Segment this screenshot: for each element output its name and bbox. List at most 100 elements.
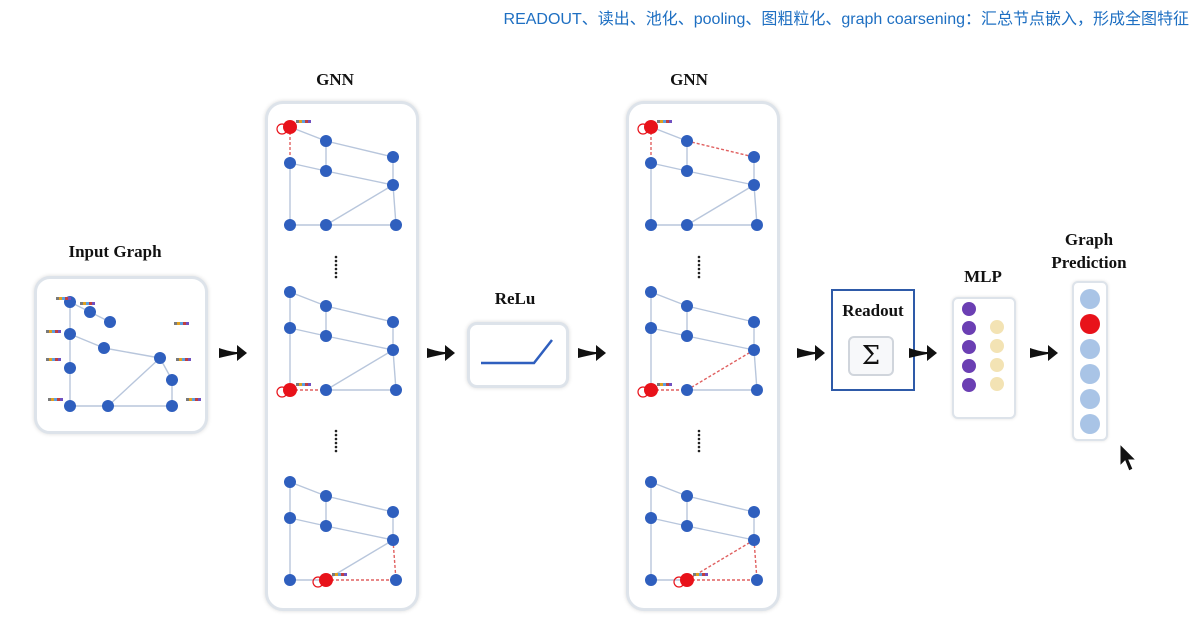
gnn1-top-edge — [325, 140, 394, 158]
gnn1-top-edge — [392, 184, 397, 226]
input-graph-feature-tag — [49, 358, 52, 361]
gnn1-top-node — [320, 219, 332, 231]
input-graph-feature-tag — [186, 398, 189, 401]
gnn1-bottom-edge — [392, 539, 397, 581]
gnn1-bottom-feature-tag — [335, 573, 338, 576]
gnn1-mid-edge — [325, 349, 394, 391]
input-graph-node — [166, 400, 178, 412]
caption-text: READOUT、读出、池化、pooling、图粗粒化、graph coarsen… — [503, 11, 1189, 28]
input-graph-feature-tag — [62, 297, 65, 300]
gnn1-bottom-edge — [289, 517, 327, 527]
input-graph-label: Input Graph — [68, 242, 162, 261]
gnn1-bottom-node — [284, 476, 296, 488]
gnn1-mid-feature-tag — [305, 383, 308, 386]
gnn2-ellipsis-dot — [697, 437, 701, 441]
gnn2-top-feature-tag — [669, 120, 672, 123]
input-graph-feature-tag — [52, 358, 55, 361]
gnn2-bottom-self-loop — [673, 576, 685, 588]
gnn1-mid-node — [390, 384, 402, 396]
sum-sigma-icon: Σ — [848, 336, 894, 376]
gnn1-mid-node — [284, 286, 296, 298]
gnn2-top-node — [645, 219, 657, 231]
mlp-panel — [952, 297, 1016, 419]
gnn2-bottom-node — [681, 490, 693, 502]
input-graph-feature-tag — [174, 322, 177, 325]
input-graph-feature-tag — [65, 297, 68, 300]
input-graph-feature-tag — [192, 398, 195, 401]
mlp-input-node — [962, 321, 976, 335]
gnn2-mid-feature-tag — [666, 383, 669, 386]
gnn2-mid-feature-tag — [660, 383, 663, 386]
gnn2-mid-edge — [686, 349, 755, 391]
arrow-right-icon — [797, 345, 825, 361]
gnn2-ellipsis-dot — [697, 271, 701, 275]
input-graph-feature-tag — [58, 330, 61, 333]
gnn1-top-node — [320, 135, 332, 147]
input-graph-feature-tag — [185, 358, 188, 361]
gnn2-mid-self-loop — [637, 386, 649, 398]
input-graph-edge — [69, 333, 105, 349]
input-graph-feature-tag — [68, 297, 71, 300]
gnn1-mid-edge — [289, 327, 327, 337]
gnn2-top-node — [645, 157, 657, 169]
input-graph-node — [64, 328, 76, 340]
gnn2-mid-node — [645, 322, 657, 334]
gnn1-ellipsis-dot — [334, 429, 338, 433]
gnn2-top-node — [748, 179, 760, 191]
gnn2-mid-node — [645, 286, 657, 298]
gnn1-top-feature-tag — [296, 120, 299, 123]
input-graph-feature-tag — [179, 358, 182, 361]
gnn2-top-node — [751, 219, 763, 231]
gnn1-ellipsis-dot — [334, 275, 338, 279]
input-graph-feature-tag — [89, 302, 92, 305]
gnn1-bottom-node — [387, 506, 399, 518]
input-graph-feature-tag — [198, 398, 201, 401]
arrow-right-icon — [219, 345, 247, 361]
input-graph-node — [64, 362, 76, 374]
gnn1-ellipsis-dot — [334, 433, 338, 437]
gnn1-bottom-node — [284, 574, 296, 586]
input-graph-node — [98, 342, 110, 354]
input-graph-feature-tag — [186, 322, 189, 325]
prediction-node — [1080, 339, 1100, 359]
gnn2-bottom-feature-tag — [693, 573, 696, 576]
gnn1-mid-edge — [325, 335, 394, 351]
input-graph-feature-tag — [55, 358, 58, 361]
prediction-node — [1080, 364, 1100, 384]
input-graph-feature-tag — [46, 358, 49, 361]
gnn1-mid-edge — [392, 349, 397, 391]
prediction-node-highlight — [1080, 314, 1100, 334]
gnn2-mid-node — [748, 316, 760, 328]
prediction-node — [1080, 414, 1100, 434]
gnn2-bottom-node — [645, 574, 657, 586]
gnn1-bottom-node — [284, 512, 296, 524]
gnn1-bottom-node — [387, 534, 399, 546]
gnn1-bottom-feature-tag — [341, 573, 344, 576]
input-graph-node — [104, 316, 116, 328]
gnn2-mid-highlight-node — [644, 383, 658, 397]
gnn2-bottom-node — [645, 512, 657, 524]
gnn2-top-node — [681, 165, 693, 177]
gnn1-bottom-feature-tag — [344, 573, 347, 576]
gnn1-ellipsis-dot — [334, 255, 338, 259]
gnn2-bottom-node — [681, 520, 693, 532]
mouse-cursor-icon — [1119, 442, 1138, 472]
gnn1-ellipsis-dot — [334, 437, 338, 441]
input-graph-node — [84, 306, 96, 318]
gnn2-mid-feature-tag — [663, 383, 666, 386]
gnn2-top-highlight-node — [644, 120, 658, 134]
graph-prediction-label-line2: Prediction — [1051, 253, 1127, 272]
input-graph-panel — [34, 276, 208, 434]
gnn2-mid-edge — [686, 335, 755, 351]
input-graph-feature-tag — [54, 398, 57, 401]
gnn2-mid-node — [681, 384, 693, 396]
input-graph-feature-tag — [55, 330, 58, 333]
input-graph-feature-tag — [51, 398, 54, 401]
gnn2-ellipsis-dot — [697, 429, 701, 433]
gnn-label-1: GNN — [316, 70, 354, 89]
gnn2-bottom-edge — [650, 481, 688, 497]
gnn1-bottom-edge — [325, 495, 394, 513]
input-graph-feature-tag — [49, 330, 52, 333]
input-graph-feature-tag — [182, 358, 185, 361]
gnn2-bottom-edge — [686, 525, 755, 541]
